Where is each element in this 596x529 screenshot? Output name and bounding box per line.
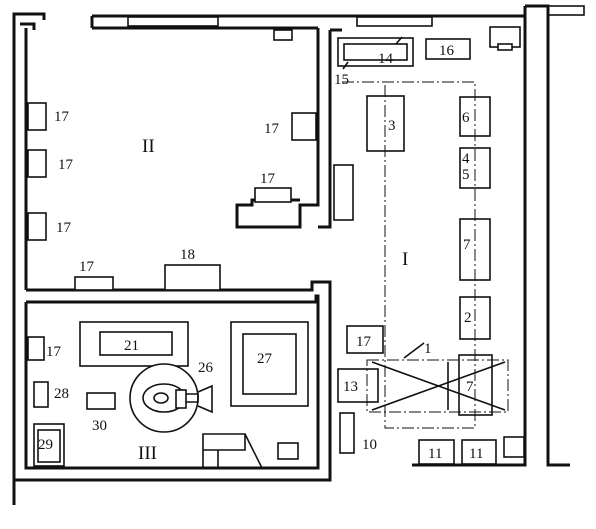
label-29: 29	[38, 437, 53, 453]
equipment-labels: 17 17 17 17 17 17 18 17 21 27 26 28 30 2…	[38, 43, 483, 462]
label-1: 1	[424, 341, 432, 357]
label-26: 26	[198, 360, 214, 376]
label-7: 7	[466, 379, 474, 395]
label-17: 17	[56, 220, 72, 236]
label-17: 17	[46, 344, 62, 360]
room-label-iii: III	[138, 443, 157, 464]
room-label-ii: II	[142, 136, 155, 157]
label-7: 7	[463, 237, 471, 253]
label-28: 28	[54, 386, 69, 402]
wall-fixture	[273, 29, 293, 41]
room-iii-equipment	[27, 321, 309, 469]
label-14: 14	[378, 51, 394, 67]
label-27: 27	[257, 351, 273, 367]
window	[127, 16, 219, 27]
label-21: 21	[124, 338, 139, 354]
label-17: 17	[79, 259, 95, 275]
label-15: 15	[334, 72, 349, 88]
label-30: 30	[92, 418, 107, 434]
room-ii-equipment	[27, 102, 317, 291]
label-10: 10	[362, 437, 377, 453]
label-17: 17	[264, 121, 280, 137]
label-3: 3	[388, 118, 396, 134]
label-17: 17	[58, 157, 74, 173]
walls	[12, 4, 585, 505]
window	[356, 16, 433, 27]
label-17: 17	[356, 334, 372, 350]
label-11: 11	[469, 446, 483, 462]
label-17: 17	[260, 171, 276, 187]
room-i-equipment	[333, 36, 525, 465]
label-6: 6	[462, 110, 470, 126]
room-label-i: I	[402, 249, 408, 270]
label-18: 18	[180, 247, 195, 263]
label-2: 2	[464, 310, 472, 326]
label-11: 11	[428, 446, 442, 462]
label-13: 13	[343, 379, 358, 395]
label-16: 16	[439, 43, 455, 59]
wall-fixture	[497, 43, 513, 51]
label-17: 17	[54, 109, 70, 125]
